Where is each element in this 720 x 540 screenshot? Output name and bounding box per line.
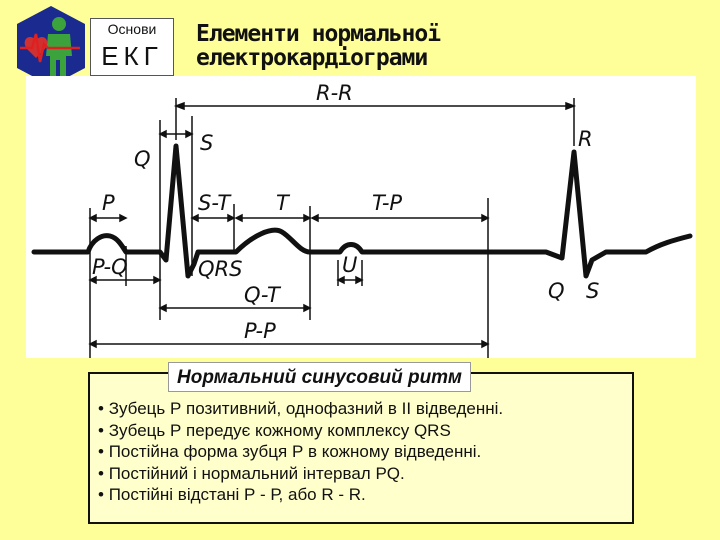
logo-top-text: Основи bbox=[91, 21, 173, 37]
ecg-diagram-svg: R-R Q S R P S-T T T-P P-Q QRS U Q-T P-P … bbox=[26, 76, 696, 358]
label-tp: T-P bbox=[372, 191, 402, 215]
list-item: Постійна форма зубця Р в кожному відведе… bbox=[98, 441, 630, 463]
info-heading: Нормальний синусовий ритм bbox=[168, 362, 471, 392]
label-pp: P-P bbox=[244, 319, 276, 343]
label-rr: R-R bbox=[316, 81, 353, 105]
criteria-list: Зубець Р позитивний, однофазний в ІІ від… bbox=[98, 398, 630, 506]
list-item: Постійний і нормальний інтервал PQ. bbox=[98, 463, 630, 485]
label-t: T bbox=[276, 191, 291, 215]
label-pq: P-Q bbox=[92, 255, 128, 279]
label-q-bottom: Q bbox=[548, 279, 565, 303]
label-r-top: R bbox=[578, 127, 593, 151]
label-q-top: Q bbox=[134, 147, 151, 171]
label-st: S-T bbox=[198, 191, 232, 215]
list-item: Зубець Р передує кожному комплексу QRS bbox=[98, 420, 630, 442]
list-item: Зубець Р позитивний, однофазний в ІІ від… bbox=[98, 398, 630, 420]
title-line-1: Елементи нормальної bbox=[196, 22, 526, 46]
interval-arrows bbox=[90, 103, 574, 347]
title-line-2: електрокардіограми bbox=[196, 46, 526, 70]
ecg-trace bbox=[34, 146, 690, 276]
label-s-top: S bbox=[200, 131, 213, 155]
label-qt: Q-T bbox=[244, 283, 282, 307]
logo-bottom-text: ЕКГ bbox=[91, 41, 173, 72]
label-p: P bbox=[102, 191, 115, 215]
label-s-bottom: S bbox=[586, 279, 599, 303]
page-title: Елементи нормальної електрокардіограми bbox=[196, 22, 526, 70]
label-qrs: QRS bbox=[198, 257, 242, 281]
ecg-diagram: R-R Q S R P S-T T T-P P-Q QRS U Q-T P-P … bbox=[26, 76, 696, 358]
logo-caption: Основи ЕКГ bbox=[90, 18, 174, 76]
reference-lines bbox=[90, 98, 574, 358]
list-item: Постійні відстані Р - Р, або R - R. bbox=[98, 484, 630, 506]
label-u: U bbox=[342, 253, 357, 277]
